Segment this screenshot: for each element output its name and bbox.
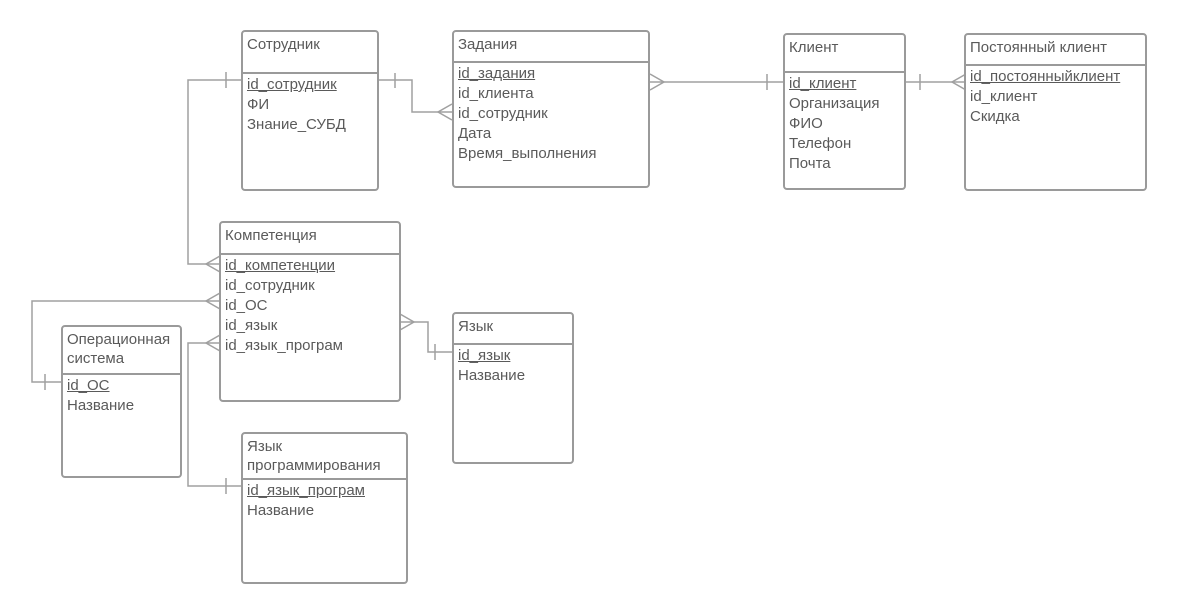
entity-language[interactable]: Язык id_язык Название: [452, 312, 574, 464]
primary-key-field: id_компетенции: [225, 257, 336, 274]
many-mark-task-client: [649, 73, 666, 91]
many-mark-employee-competence: [204, 255, 221, 273]
entity-title: Компетенция: [225, 227, 317, 244]
field: Название: [247, 502, 315, 519]
entity-programming-language[interactable]: Язык программирования id_язык_програм На…: [241, 432, 408, 584]
field: id_клиент: [970, 88, 1038, 105]
field: Знание_СУБД: [247, 116, 346, 133]
primary-key-field: id_постоянныйклиент: [970, 68, 1121, 85]
primary-key-field: id_клиент: [789, 75, 857, 92]
link-employee-task: [378, 79, 452, 113]
entity-title: Постоянный клиент: [970, 39, 1108, 56]
field: Дата: [458, 125, 492, 142]
field: id_язык_програм: [225, 337, 343, 354]
field: Телефон: [789, 135, 852, 152]
primary-key-field: id_язык_програм: [247, 482, 365, 499]
entity-title: Язык: [458, 318, 494, 335]
primary-key-field: id_задания: [458, 65, 536, 82]
entity-title: Клиент: [789, 39, 839, 56]
field: id_клиента: [458, 85, 534, 102]
entity-task[interactable]: Задания id_задания id_клиента id_сотрудн…: [452, 30, 650, 188]
field: Название: [67, 397, 135, 414]
primary-key-field: id_язык: [458, 347, 511, 364]
link-competence-language: [400, 321, 453, 353]
primary-key-field: id_сотрудник: [247, 76, 337, 93]
entity-title: Сотрудник: [247, 36, 320, 53]
entity-employee[interactable]: Сотрудник id_сотрудник ФИ Знание_СУБД: [241, 30, 379, 191]
many-mark-employee-task: [436, 103, 453, 121]
link-competence-proglang: [187, 342, 242, 487]
many-mark-client-regular: [950, 73, 967, 91]
field: id_язык: [225, 317, 278, 334]
entity-title: Язык программирования: [247, 438, 381, 474]
many-mark-competence-proglang: [204, 334, 221, 352]
many-mark-competence-os: [204, 292, 221, 310]
entity-client[interactable]: Клиент id_клиент Организация ФИО Телефон…: [783, 33, 906, 190]
entity-os[interactable]: Операционная система id_ОС Название: [61, 325, 182, 478]
entity-title: Операционная система: [67, 331, 171, 367]
entity-title: Задания: [458, 36, 518, 53]
field: ФИО: [789, 115, 823, 132]
field: id_сотрудник: [458, 105, 548, 122]
field: id_ОС: [225, 297, 268, 314]
field: id_сотрудник: [225, 277, 315, 294]
field: ФИ: [247, 96, 270, 113]
entity-competence[interactable]: Компетенция id_компетенции id_сотрудник …: [219, 221, 401, 402]
many-mark-competence-language: [399, 313, 416, 331]
primary-key-field: id_ОС: [67, 377, 110, 394]
entity-regular-client[interactable]: Постоянный клиент id_постоянныйклиент id…: [964, 33, 1147, 191]
link-competence-os: [31, 300, 220, 383]
link-employee-competence: [187, 79, 242, 265]
field: Скидка: [970, 108, 1020, 125]
field: Организация: [789, 95, 880, 112]
field: Почта: [789, 155, 831, 172]
field: Название: [458, 367, 526, 384]
field: Время_выполнения: [458, 145, 597, 162]
